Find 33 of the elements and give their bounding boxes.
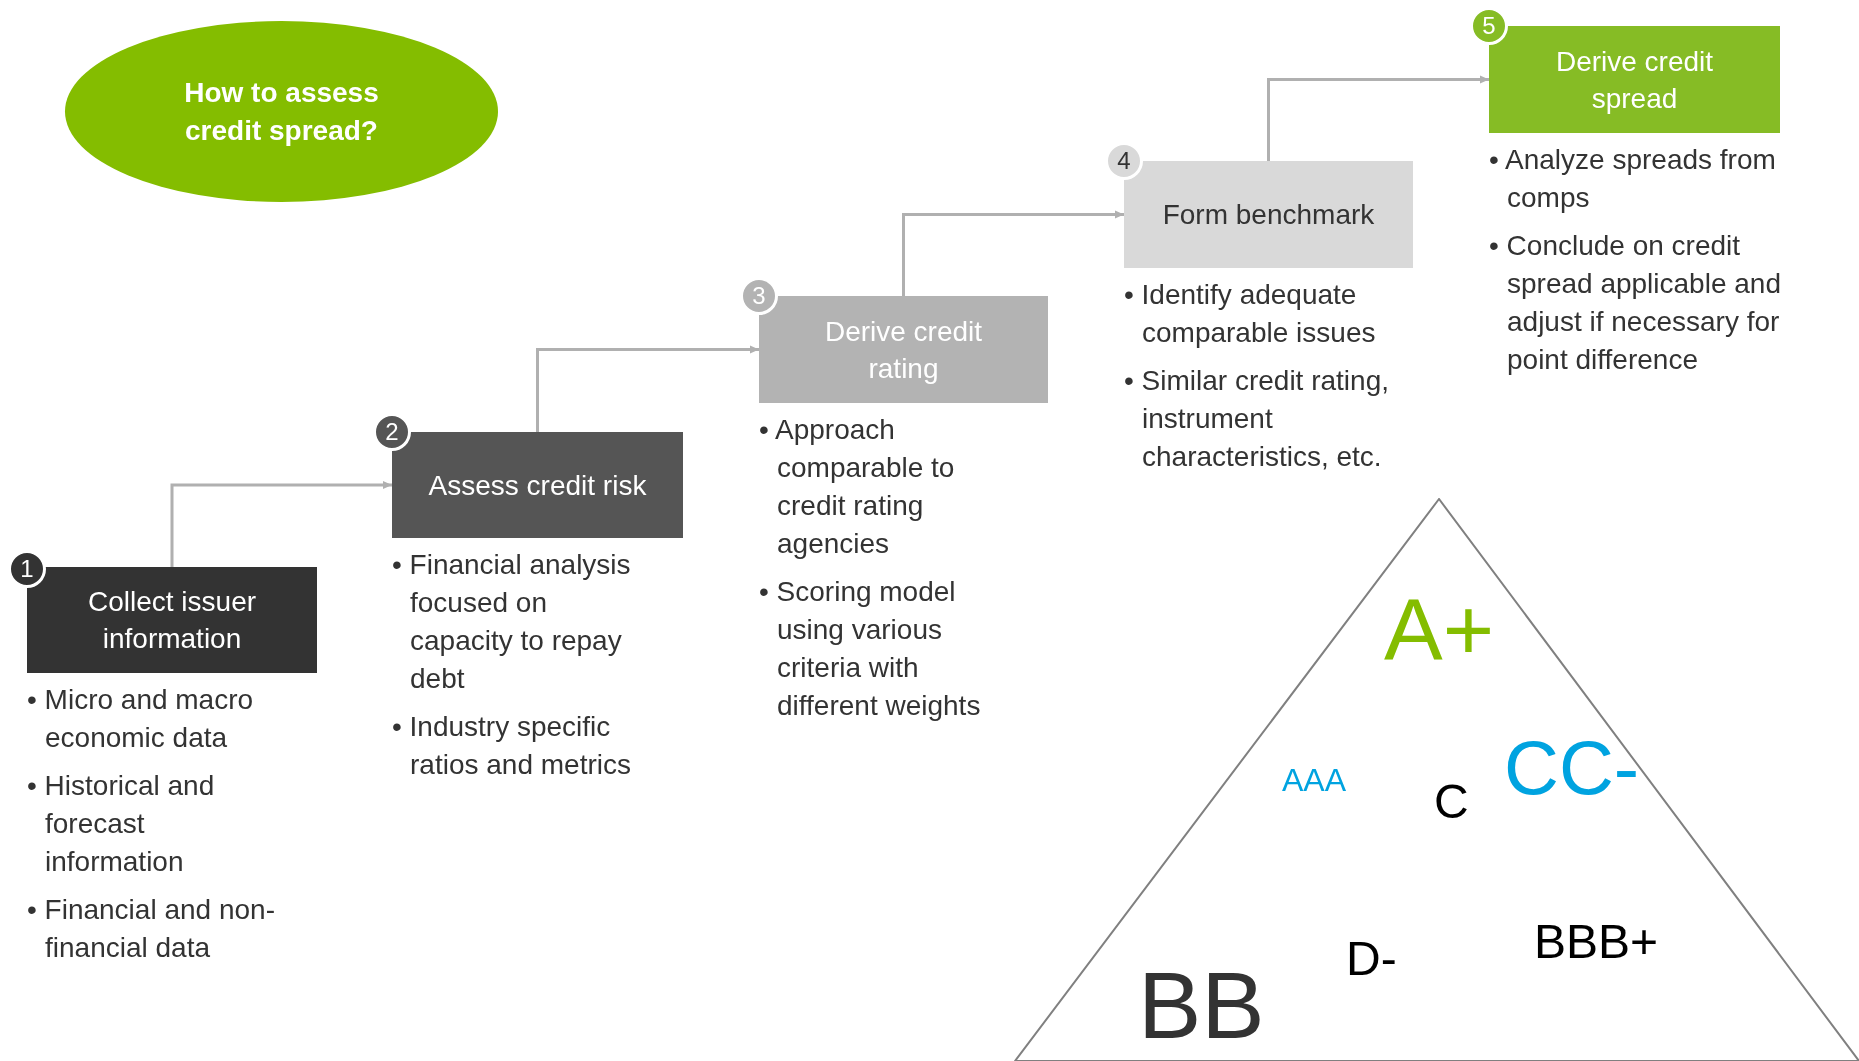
bullet-item: • Financial analysis focused on capacity to repay debt (392, 548, 632, 696)
step-number: 3 (740, 277, 778, 315)
step-title: Collect issuer information (86, 585, 258, 656)
step-title: Derive credit rating (823, 314, 984, 386)
arrow (1267, 75, 1489, 161)
bullet-item: • Scoring model using various criteria with different weights (759, 575, 982, 723)
rating-label: C (1434, 778, 1469, 826)
step-title: Derive credit spread (1554, 44, 1715, 116)
bullet-item: • Financial and non-financial data (27, 893, 276, 965)
bullet-item: • Similar credit rating, instrument characteristics, etc. (1124, 364, 1390, 474)
arrow (536, 345, 759, 432)
rating-label: BBB+ (1534, 918, 1659, 966)
step-number: 2 (373, 413, 411, 451)
bullet-item: • Micro and macro economic data (27, 683, 255, 755)
bullet-item: • Industry specific ratios and metrics (392, 710, 632, 782)
rating-label: BB (1138, 958, 1265, 1053)
step-title: Assess credit risk (428, 468, 647, 503)
bullet-item: • Identify adequate comparable issues (1124, 278, 1377, 350)
bullet-item: • Approach comparable to credit rating agencies (759, 413, 956, 561)
rating-label: CC- (1504, 730, 1640, 806)
step-number: 4 (1105, 142, 1143, 180)
step-number: 1 (8, 550, 46, 588)
arrow (170, 481, 392, 567)
step-title: Form benchmark (1162, 198, 1375, 232)
bullet-item: • Historical and forecast information (27, 769, 216, 879)
title-text: How to assess credit spread? (183, 75, 380, 148)
rating-label: D- (1346, 935, 1397, 983)
bullet-item: • Conclude on credit spread applicable and adjust if necessary for point difference (1489, 229, 1782, 377)
step-number: 5 (1470, 7, 1508, 45)
rating-label: AAA (1282, 764, 1347, 796)
rating-label: A+ (1384, 586, 1495, 674)
arrow (902, 210, 1124, 296)
bullet-item: • Analyze spreads from comps (1489, 143, 1777, 215)
